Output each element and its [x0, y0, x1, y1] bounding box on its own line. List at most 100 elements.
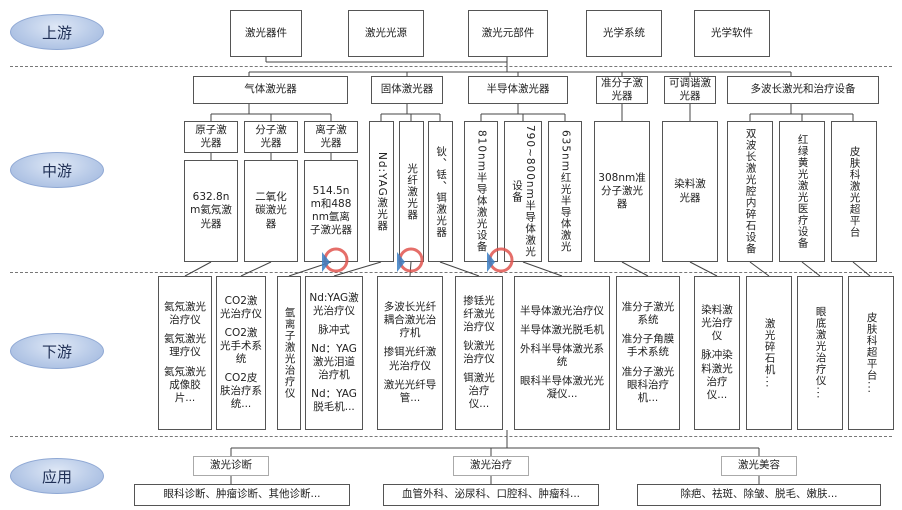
- upstream-laser-component-label: 激光元部件: [481, 26, 535, 39]
- gas-molecule-laser: 分子激光器: [244, 121, 298, 153]
- downstream-lithotripter: 激光碎石机...: [746, 276, 792, 430]
- upstream-optical-system-label: 光学系统: [603, 26, 645, 39]
- downstream-hene: 氦氖激光治疗仪 氦氖激光理疗仪 氦氖激光成像胶片...: [158, 276, 212, 430]
- downstream-excimer-item: 准分子激光眼科治疗机...: [621, 365, 675, 404]
- product-ndyag-laser-label: Nd:YAG激光器: [376, 151, 389, 232]
- stage-downstream: 下游: [10, 333, 104, 369]
- downstream-dye-item: 脉冲染料激光治疗仪...: [701, 349, 733, 401]
- downstream-semi-item: 半导体激光治疗仪: [520, 304, 604, 317]
- downstream-holmium-item: 铒激光治疗仪...: [463, 372, 495, 411]
- upstream-laser-source-label: 激光光源: [365, 26, 407, 39]
- application-beauty-title-label: 激光美容: [738, 459, 780, 472]
- separator-downstream: [10, 436, 892, 437]
- downstream-co2-item: CO2激光手术系统: [220, 326, 262, 365]
- product-rgy-medical-label: 红绿黄光激光医疗设备: [796, 134, 809, 249]
- separator-midstream: [10, 272, 892, 273]
- gas-atom-laser: 原子激光器: [184, 121, 238, 153]
- downstream-semi-item: 外科半导体激光系统: [520, 342, 604, 368]
- product-635nm-semi-label: 635nm红光半导体激光: [559, 130, 572, 253]
- downstream-semiconductor: 半导体激光治疗仪 半导体激光脱毛机 外科半导体激光系统 眼科半导体激光光凝仪..…: [514, 276, 610, 430]
- category-gas-laser-label: 气体激光器: [244, 83, 297, 96]
- product-co2-laser-label: 二氧化碳激光器: [255, 191, 287, 230]
- application-diagnosis-title: 激光诊断: [193, 456, 269, 476]
- product-co2-laser: 二氧化碳激光器: [244, 160, 298, 262]
- product-dual-wavelength-lithotripsy-label: 双波长激光腔内碎石设备: [744, 128, 757, 255]
- downstream-semi-item: 眼科半导体激光光凝仪...: [520, 375, 604, 401]
- downstream-co2-item: CO2皮肤治疗系统...: [220, 372, 262, 411]
- product-hene-laser: 632.8nm氦氖激光器: [184, 160, 238, 262]
- product-skin-platform: 皮肤科激光超平台: [831, 121, 877, 262]
- downstream-skin-platform: 皮肤科超平台...: [848, 276, 894, 430]
- downstream-hene-item: 氦氖激光理疗仪: [164, 333, 206, 359]
- application-treatment-detail: 血管外科、泌尿科、口腔科、肿瘤科...: [383, 484, 599, 506]
- product-holmium-laser-label: 钬、铥、铒激光器: [435, 145, 448, 238]
- product-810nm-semi: 810nm半导体激光设备: [464, 121, 498, 262]
- downstream-dye: 染料激光治疗仪 脉冲染料激光治疗仪...: [694, 276, 740, 430]
- category-multi-wavelength: 多波长激光和治疗设备: [727, 76, 879, 104]
- product-810nm-semi-label: 810nm半导体激光设备: [475, 130, 488, 253]
- downstream-excimer: 准分子激光系统 准分子角膜手术系统 准分子激光眼科治疗机...: [616, 276, 680, 430]
- upstream-laser-device: 激光器件: [230, 10, 302, 57]
- upstream-laser-source: 激光光源: [348, 10, 424, 57]
- downstream-ndyag: Nd:YAG激光治疗仪 脉冲式 Nd：YAG激光泪道治疗机 Nd：YAG脱毛机.…: [305, 276, 363, 430]
- stage-upstream-label: 上游: [41, 23, 72, 42]
- gas-ion-laser: 离子激光器: [304, 121, 358, 153]
- downstream-excimer-item: 准分子激光系统: [621, 301, 675, 327]
- application-diagnosis-detail-label: 眼科诊断、肿瘤诊断、其他诊断...: [163, 488, 321, 501]
- category-excimer-laser-label: 准分子激光器: [601, 76, 643, 102]
- downstream-lithotripter-label: 激光碎石机...: [763, 317, 776, 389]
- application-treatment-title-label: 激光治疗: [470, 459, 512, 472]
- product-790nm-semi-label: 790~800nm半导体激光设备: [511, 125, 537, 258]
- upstream-laser-component: 激光元部件: [468, 10, 548, 57]
- upstream-laser-device-label: 激光器件: [245, 26, 287, 39]
- stage-upstream: 上游: [10, 14, 104, 50]
- category-solid-laser-label: 固体激光器: [380, 83, 434, 96]
- product-fiber-laser: 光纤激光器: [399, 121, 424, 262]
- product-fiber-laser-label: 光纤激光器: [406, 162, 419, 221]
- upstream-optical-software: 光学软件: [694, 10, 770, 57]
- downstream-co2: CO2激光治疗仪 CO2激光手术系统 CO2皮肤治疗系统...: [216, 276, 266, 430]
- product-ndyag-laser: Nd:YAG激光器: [369, 121, 394, 262]
- stage-downstream-label: 下游: [41, 342, 72, 361]
- downstream-fiber-item: 激光光纤导管...: [383, 378, 437, 404]
- downstream-fundus: 眼底激光治疗仪...: [797, 276, 843, 430]
- downstream-dye-item: 染料激光治疗仪: [701, 304, 733, 343]
- upstream-optical-system: 光学系统: [586, 10, 662, 57]
- application-treatment-title: 激光治疗: [453, 456, 529, 476]
- downstream-fiber-item: 掺铒光纤激光治疗仪: [383, 346, 437, 372]
- category-gas-laser: 气体激光器: [193, 76, 348, 104]
- downstream-holmium-item: 掺铥光纤激光治疗仪: [463, 294, 495, 333]
- downstream-ndyag-item: Nd：YAG脱毛机...: [311, 388, 357, 414]
- downstream-argon: 氩离子激光治疗仪: [277, 276, 301, 430]
- downstream-ndyag-item: Nd:YAG激光治疗仪: [309, 291, 359, 317]
- gas-atom-laser-label: 原子激光器: [195, 123, 227, 149]
- downstream-skin-platform-label: 皮肤科超平台...: [865, 311, 878, 394]
- product-635nm-semi: 635nm红光半导体激光: [548, 121, 582, 262]
- gas-ion-laser-label: 离子激光器: [315, 123, 347, 149]
- downstream-fiber-item: 多波长光纤耦合激光治疗机: [383, 301, 437, 340]
- downstream-hene-item: 氦氖激光成像胶片...: [164, 365, 206, 404]
- category-semiconductor-laser-label: 半导体激光器: [486, 83, 550, 96]
- category-tunable-laser-label: 可调谐激光器: [669, 76, 711, 102]
- application-beauty-detail: 除疤、祛斑、除皱、脱毛、嫩肤...: [637, 484, 881, 506]
- stage-midstream: 中游: [10, 152, 104, 188]
- product-rgy-medical: 红绿黄光激光医疗设备: [779, 121, 825, 262]
- downstream-fundus-label: 眼底激光治疗仪...: [814, 306, 827, 400]
- downstream-excimer-item: 准分子角膜手术系统: [621, 333, 675, 359]
- stage-application: 应用: [10, 458, 104, 494]
- product-hene-laser-label: 632.8nm氦氖激光器: [190, 191, 232, 230]
- upstream-optical-software-label: 光学软件: [711, 26, 753, 39]
- product-dye-laser-label: 染料激光器: [674, 178, 706, 204]
- product-argon-laser-label: 514.5nm和488nm氩离子激光器: [310, 184, 352, 237]
- product-dual-wavelength-lithotripsy: 双波长激光腔内碎石设备: [727, 121, 773, 262]
- downstream-hene-item: 氦氖激光治疗仪: [164, 301, 206, 327]
- downstream-co2-item: CO2激光治疗仪: [220, 294, 262, 320]
- application-beauty-detail-label: 除疤、祛斑、除皱、脱毛、嫩肤...: [680, 488, 838, 501]
- product-skin-platform-label: 皮肤科激光超平台: [848, 145, 861, 238]
- category-tunable-laser: 可调谐激光器: [664, 76, 716, 104]
- product-dye-laser: 染料激光器: [662, 121, 718, 262]
- product-holmium-laser: 钬、铥、铒激光器: [428, 121, 453, 262]
- application-diagnosis-detail: 眼科诊断、肿瘤诊断、其他诊断...: [134, 484, 350, 506]
- gas-molecule-laser-label: 分子激光器: [255, 123, 287, 149]
